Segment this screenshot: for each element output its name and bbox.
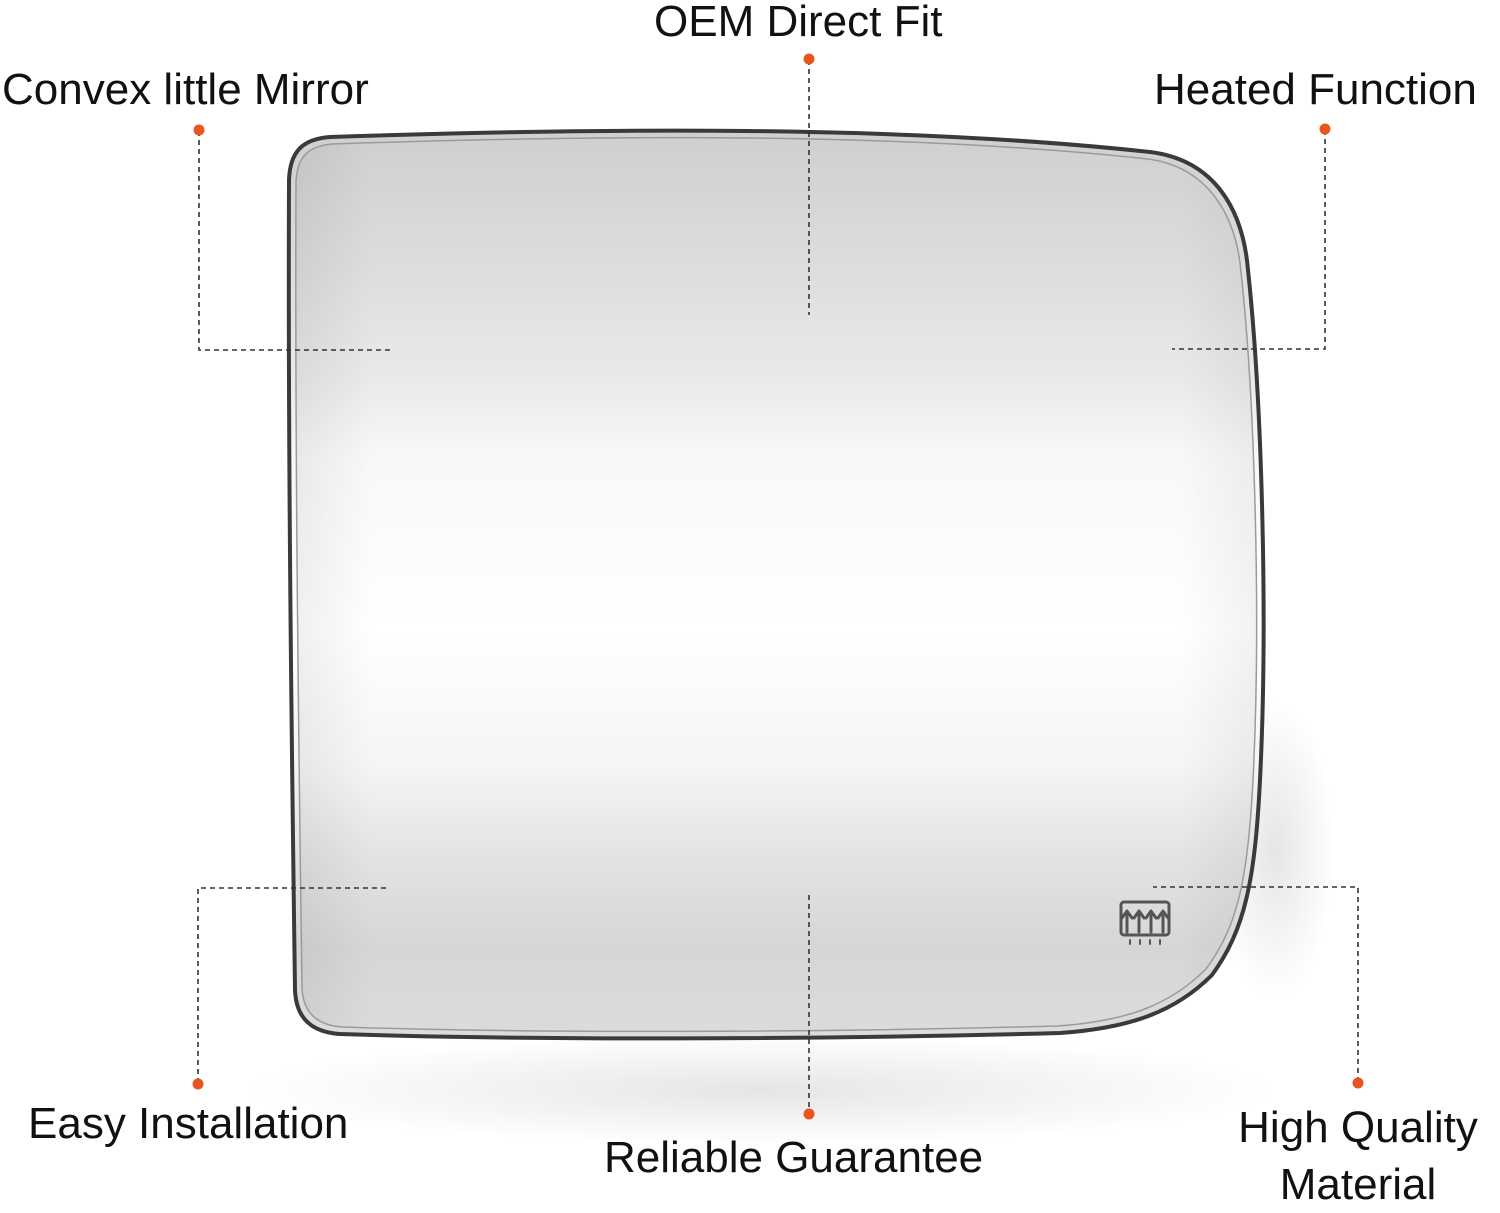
callout-high-quality-line1: High Quality	[1238, 1103, 1478, 1152]
callout-high-quality-line2: Material	[1279, 1160, 1437, 1210]
marker-easy	[192, 1078, 204, 1090]
callout-reliable-guarantee: Reliable Guarantee	[604, 1133, 984, 1182]
marker-heated	[1319, 123, 1331, 135]
leader-line-easy	[197, 887, 388, 1083]
callout-oem-direct-fit: OEM Direct Fit	[654, 0, 943, 46]
leader-lines	[197, 60, 1359, 1113]
mirror-floor-reflection	[240, 1035, 1280, 1145]
callout-convex-mirror: Convex little Mirror	[2, 65, 369, 114]
callout-markers	[192, 53, 1364, 1120]
leader-line-heated	[1172, 130, 1326, 350]
leader-line-convex	[198, 131, 390, 351]
marker-reliable	[803, 1108, 815, 1120]
callout-high-quality-material: High Quality Material	[1220, 1099, 1496, 1213]
heated-defrost-icon	[1119, 900, 1171, 945]
callout-easy-installation: Easy Installation	[28, 1099, 349, 1148]
marker-oem	[803, 53, 815, 65]
callout-heated-function: Heated Function	[1154, 65, 1477, 114]
marker-convex	[193, 124, 205, 136]
mirror-glass	[286, 128, 1266, 1041]
marker-high-quality	[1352, 1077, 1364, 1089]
mirror-edge-highlight	[295, 136, 1258, 1033]
leader-line-high-quality	[1153, 886, 1359, 1082]
